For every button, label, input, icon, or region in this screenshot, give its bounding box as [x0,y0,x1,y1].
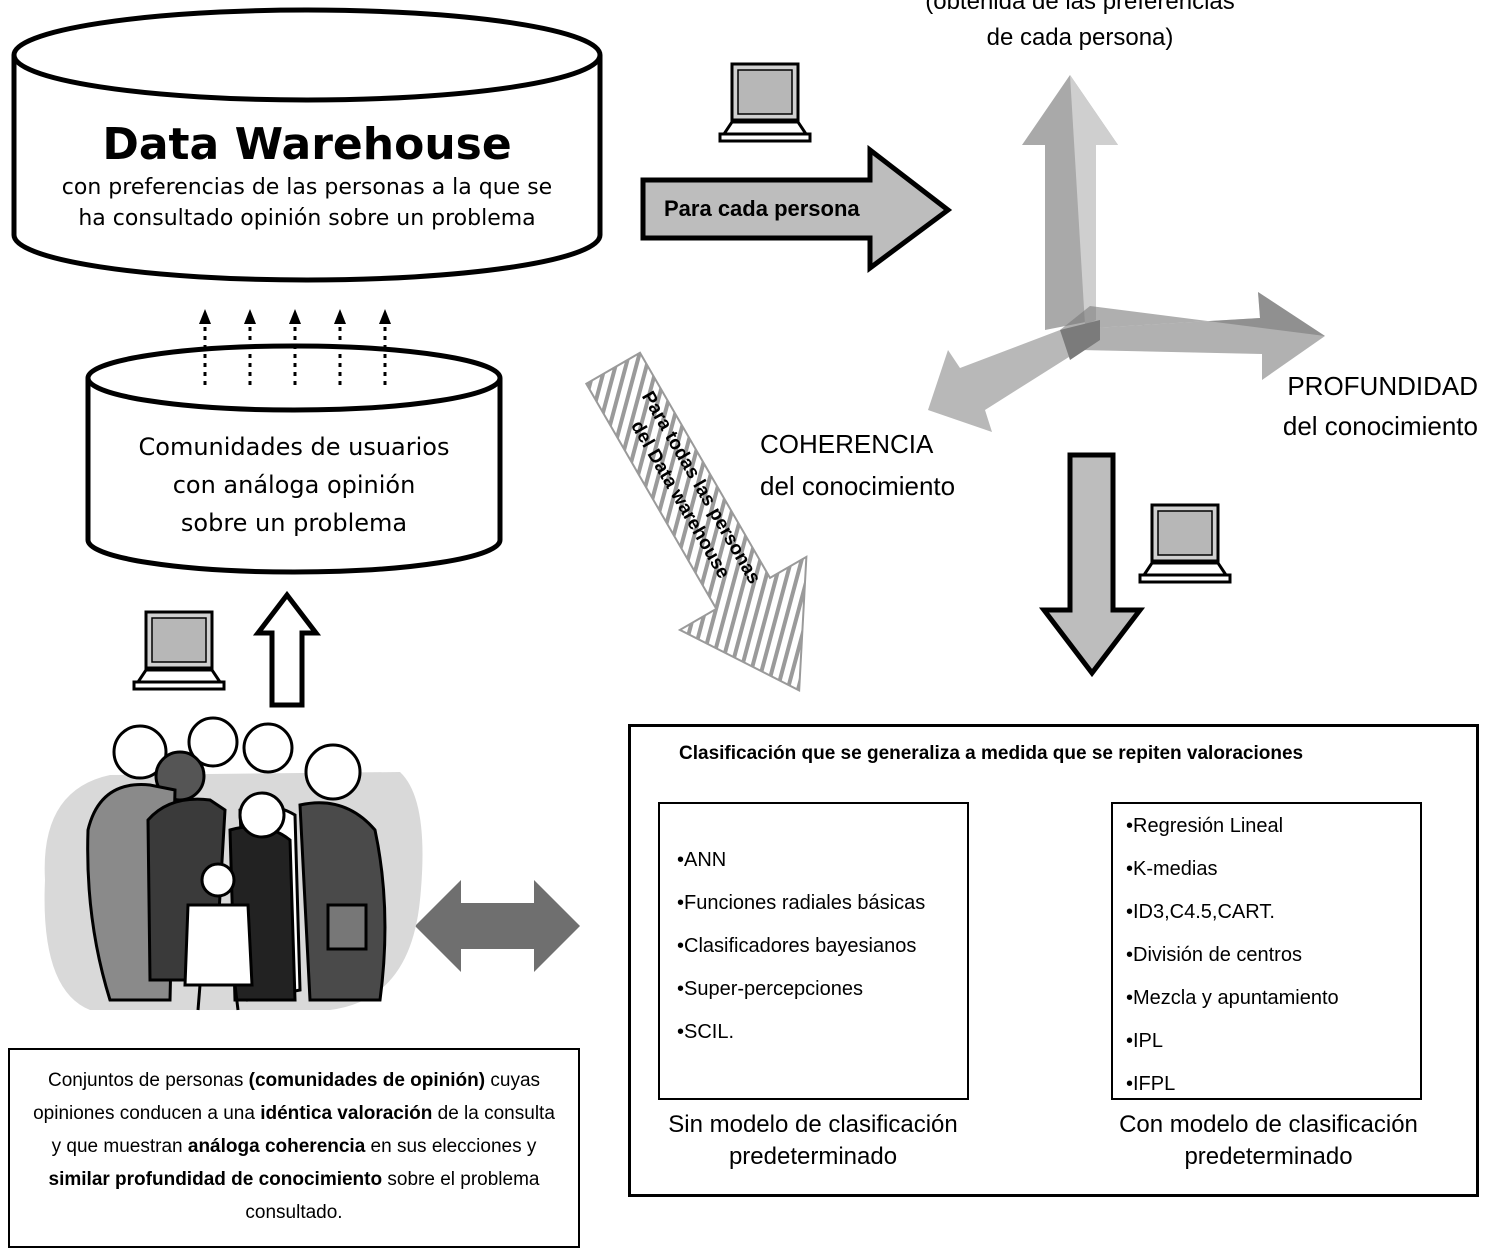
down-arrow-right [1038,452,1146,678]
description-text-2: cuyas opiniones conducen a una [33,1070,541,1124]
people-group-illustration [44,716,423,1011]
3d-axes-illustration [928,75,1325,432]
arrowhead-1 [199,309,211,324]
left-caption: Sin modelo de clasificación predetermina… [645,1109,981,1173]
description-text-3: de la consulta y que muestran [51,1103,555,1157]
axis-top-label: (obtenida de las preferencias de cada pe… [880,0,1280,56]
arrowhead-4 [334,309,346,324]
arrowhead-5 [379,309,391,324]
communities-line2: con análoga opinión [172,471,416,499]
profundidad-line2: del conocimiento [1282,411,1478,441]
communities-label: Comunidades de usuarios con análoga opin… [88,428,500,542]
right-caption: Con modelo de clasificación predetermina… [1096,1109,1441,1173]
data-warehouse-label: Data Warehouse con preferencias de las p… [14,118,600,234]
profundidad-label: PROFUNDIDAD del conocimiento [1283,366,1478,446]
description-bold-3: análoga coherencia [187,1136,366,1157]
laptop-icon [132,610,226,691]
method-right-item: •División de centros [1126,944,1302,966]
description-text-5: sobre el problema consultado. [245,1169,540,1223]
data-warehouse-line2: ha consultado opinión sobre un problema [78,206,536,231]
double-arrow-icon [415,880,580,972]
description-text-1: Conjuntos de personas [47,1070,249,1091]
left-caption-line1: Sin modelo de clasificación [668,1111,958,1138]
data-warehouse-line1: con preferencias de las personas a la qu… [61,175,553,200]
laptop-icon [1138,503,1232,584]
methods-list-left: •ANN •Funciones radiales básicas •Clasific… [677,839,967,1054]
axis-top-line2: de cada persona) [986,24,1174,51]
arrowhead-3 [289,309,301,324]
description-bold-2: idéntica valoración [260,1103,433,1124]
method-right-item: •ID3,C4.5,CART. [1126,901,1275,923]
method-right-item: •Mezcla y apuntamiento [1126,987,1339,1009]
para-cada-persona-arrow [640,144,953,273]
communities-cylinder [85,343,503,575]
dotted-up-arrows [203,322,387,385]
left-caption-line2: predeterminado [728,1143,898,1170]
hollow-up-arrow [252,590,322,708]
description-bold-4: similar profundidad de conocimiento [48,1169,383,1190]
method-right-item: •Regresión Lineal [1126,815,1284,837]
method-left-item: •SCIL. [677,1021,735,1043]
classification-panel: Clasificación que se generaliza a medida… [628,724,1479,1197]
coherencia-line1: COHERENCIA [760,429,934,459]
axis-top-line1: (obtenida de las preferencias [925,0,1235,15]
para-cada-persona-label: Para cada persona [664,196,860,221]
method-left-item: •Clasificadores bayesianos [677,935,917,957]
methods-box-left: •ANN •Funciones radiales básicas •Clasific… [658,802,969,1100]
method-left-item: •ANN [677,849,727,871]
description-text-4: en sus elecciones y [365,1136,537,1157]
method-left-item: •Funciones radiales básicas [677,892,926,914]
description-box: Conjuntos de personas (comunidades de op… [8,1048,580,1248]
methods-box-right: •Regresión Lineal •K-medias •ID3,C4.5,CART… [1111,802,1422,1100]
classification-title: Clasificación que se generaliza a medida… [679,743,1304,764]
right-caption-line1: Con modelo de clasificación [1119,1111,1418,1138]
data-warehouse-title: Data Warehouse [102,119,512,170]
communities-line1: Comunidades de usuarios [138,433,450,461]
laptop-icon [718,62,812,143]
method-right-item: •IFPL [1126,1073,1176,1095]
description-bold-1: (comunidades de opinión) [248,1070,486,1091]
methods-list-right: •Regresión Lineal •K-medias •ID3,C4.5,CART… [1126,805,1420,1106]
arrowhead-2 [244,309,256,324]
method-right-item: •K-medias [1126,858,1218,880]
communities-line3: sobre un problema [180,509,408,537]
method-right-item: •IPL [1126,1030,1164,1052]
profundidad-line1: PROFUNDIDAD [1287,371,1478,401]
coherencia-label: COHERENCIA del conocimiento [760,423,955,507]
right-caption-line2: predeterminado [1184,1143,1353,1170]
method-left-item: •Super-percepciones [677,978,863,1000]
para-todas-arrow [584,351,808,692]
data-warehouse-cylinder [11,7,603,283]
coherencia-line2: del conocimiento [760,471,956,501]
